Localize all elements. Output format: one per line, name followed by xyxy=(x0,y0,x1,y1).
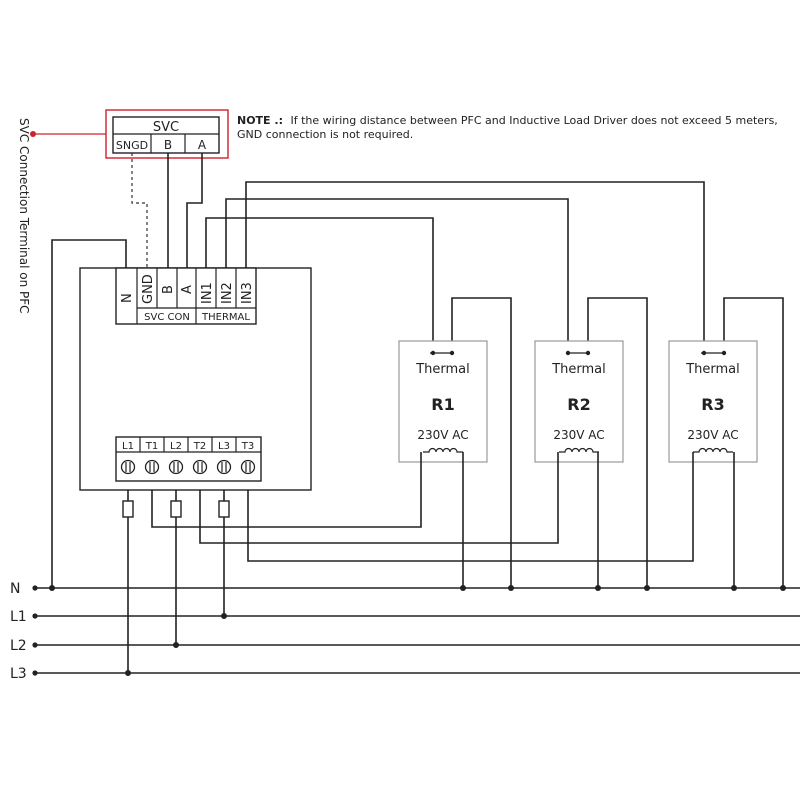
term-in3: IN3 xyxy=(240,282,255,304)
svc-title: SVC xyxy=(153,120,179,135)
bus-label-n: N xyxy=(10,581,20,597)
term-gnd: GND xyxy=(141,274,156,304)
coil-icon xyxy=(693,447,733,453)
relay-r1-type: Thermal xyxy=(415,362,470,377)
relay-r1-name: R1 xyxy=(431,395,454,414)
relay-r2-name: R2 xyxy=(567,395,590,414)
relay-r2-type: Thermal xyxy=(551,362,606,377)
note-label: NOTE .: xyxy=(237,114,283,127)
relay-r1-voltage: 230V AC xyxy=(417,428,468,442)
term-l1: L1 xyxy=(122,441,134,452)
term-a: A xyxy=(180,285,195,294)
svc-terminal-a: A xyxy=(198,138,207,152)
wire-in2 xyxy=(225,198,569,353)
group-svc-con: SVC CON xyxy=(144,312,190,323)
bus-label-l3: L3 xyxy=(10,666,27,682)
term-t3: T3 xyxy=(241,441,254,452)
screw-terminals xyxy=(120,459,256,475)
inductive-load-driver: N GND B A IN1 IN2 IN3 SVC CON THERMAL L1… xyxy=(79,267,312,491)
relay-r3-type: Thermal xyxy=(685,362,740,377)
fuse-icon xyxy=(122,500,134,518)
fuse-icon xyxy=(170,500,182,518)
wire-in3 xyxy=(245,181,705,353)
term-b: B xyxy=(161,285,176,294)
bus-label-l1: L1 xyxy=(10,609,27,625)
term-n: N xyxy=(120,293,135,303)
relay-r3: Thermal R3 230V AC xyxy=(668,340,758,463)
junction-dots xyxy=(49,585,786,676)
wire-in1 xyxy=(205,217,434,353)
coil-icon xyxy=(423,447,463,453)
term-in2: IN2 xyxy=(220,282,235,304)
note-text-2: GND connection is not required. xyxy=(237,128,413,141)
wire-r2-n xyxy=(587,297,648,588)
relay-r1: Thermal R1 230V AC xyxy=(398,340,488,463)
svc-terminal-b: B xyxy=(164,138,172,152)
coil-icon xyxy=(559,447,599,453)
note-line-1: NOTE .: If the wiring distance between P… xyxy=(237,114,778,127)
term-t1: T1 xyxy=(145,441,158,452)
svc-terminal-sngd: SNGD xyxy=(116,139,148,152)
wire-n xyxy=(51,239,127,588)
group-thermal: THERMAL xyxy=(201,312,250,323)
wire-t3-r3 xyxy=(247,452,694,562)
term-in1: IN1 xyxy=(200,282,215,304)
term-l3: L3 xyxy=(218,441,230,452)
relay-r2: Thermal R2 230V AC xyxy=(534,340,624,463)
svc-terminal-box: SVC SNGD B A xyxy=(105,109,229,159)
bus-lines: N L1 L2 L3 xyxy=(10,581,800,682)
fuse-icon xyxy=(218,500,230,518)
bus-label-l2: L2 xyxy=(10,638,27,654)
relay-r3-voltage: 230V AC xyxy=(687,428,738,442)
note-text-1: If the wiring distance between PFC and I… xyxy=(290,114,777,127)
wire-t2-r2 xyxy=(199,452,559,544)
svc-side-label: SVC Connection Terminal on PFC xyxy=(17,118,31,314)
wire-r1-n xyxy=(451,297,512,588)
wire-t1-r1 xyxy=(151,452,422,528)
relay-r2-voltage: 230V AC xyxy=(553,428,604,442)
term-l2: L2 xyxy=(170,441,182,452)
term-t2: T2 xyxy=(193,441,206,452)
relay-r3-name: R3 xyxy=(701,395,724,414)
wire-r3-n xyxy=(723,297,784,588)
wire-gnd-dashed xyxy=(131,153,148,268)
wire-a xyxy=(186,153,203,268)
